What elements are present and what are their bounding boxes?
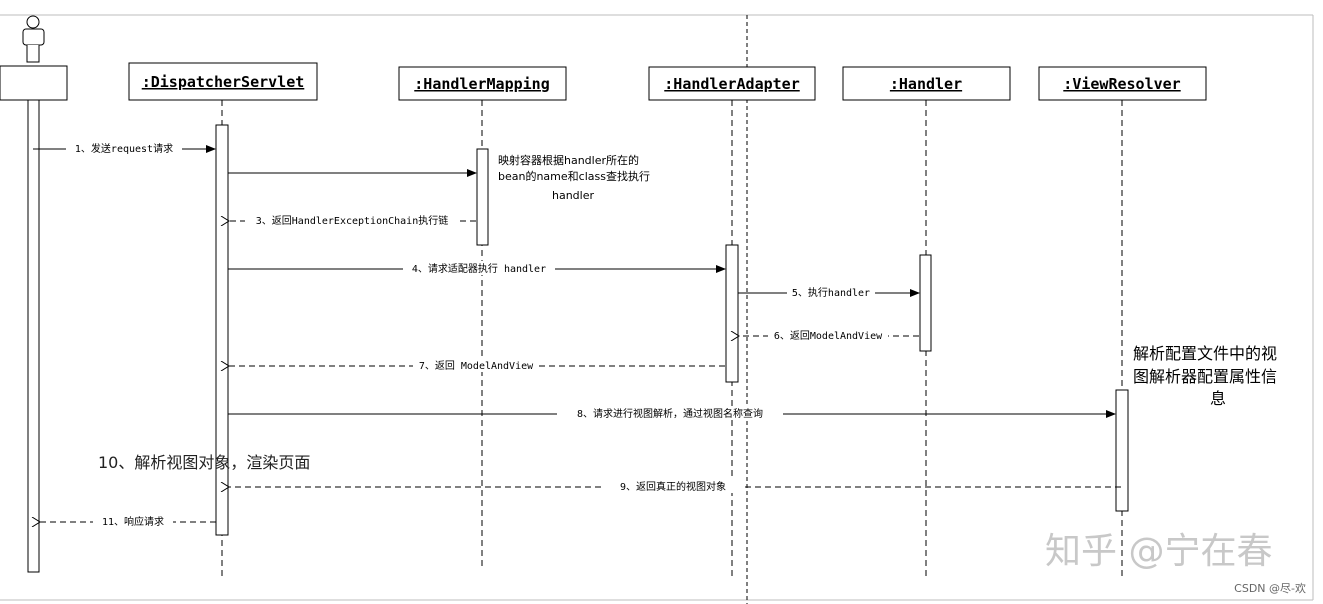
object-handler-label: :Handler — [890, 75, 962, 93]
mapping-note-line-3: handler — [552, 189, 594, 202]
mapping-note-line-2: bean的name和class查找执行 — [498, 169, 650, 183]
activation-adapter — [725, 244, 739, 383]
message-9-label: 9、返回真正的视图对象 — [620, 480, 726, 493]
message-3-label: 3、返回HandlerExceptionChain执行链 — [256, 214, 448, 227]
render-note: 10、解析视图对象，渲染页面 — [98, 453, 310, 472]
object-dispatcher-label: :DispatcherServlet — [142, 73, 305, 91]
resolver-note-line-1: 解析配置文件中的视 — [1133, 344, 1277, 363]
message-4-label: 4、请求适配器执行 handler — [412, 262, 546, 275]
object-resolver: :ViewResolver — [1038, 66, 1207, 101]
message-6-label: 6、返回ModelAndView — [774, 330, 883, 342]
actor-box — [0, 65, 68, 101]
resolver-note-line-2: 图解析器配置属性信 — [1133, 367, 1277, 386]
object-resolver-label: :ViewResolver — [1063, 75, 1180, 93]
activation-dispatcher — [215, 124, 229, 536]
credit-text: CSDN @尽-欢 — [1234, 581, 1306, 595]
object-adapter-label: :HandlerAdapter — [664, 75, 799, 93]
object-handler: :Handler — [842, 66, 1011, 101]
object-adapter: :HandlerAdapter — [648, 66, 816, 101]
resolver-note-line-3: 息 — [1210, 389, 1226, 408]
watermark-text: 知乎 @宁在春 — [1045, 531, 1272, 572]
message-5-label: 5、执行handler — [792, 286, 870, 299]
mapping-note-line-1: 映射容器根据handler所在的 — [498, 153, 639, 167]
message-11-label: 11、响应请求 — [102, 515, 164, 528]
message-1-label: 1、发送request请求 — [75, 142, 173, 155]
message-7-label: 7、返回 ModelAndView — [419, 360, 534, 372]
object-dispatcher: :DispatcherServlet — [128, 62, 318, 101]
actor-icon — [22, 15, 45, 63]
message-8-label: 8、请求进行视图解析，通过视图名称查询 — [577, 407, 763, 420]
activation-handler — [919, 254, 932, 352]
activation-resolver — [1115, 389, 1129, 512]
object-mapping-label: :HandlerMapping — [414, 75, 549, 93]
object-mapping: :HandlerMapping — [398, 66, 567, 101]
actor-activation — [27, 99, 40, 573]
activation-mapping — [476, 148, 489, 246]
